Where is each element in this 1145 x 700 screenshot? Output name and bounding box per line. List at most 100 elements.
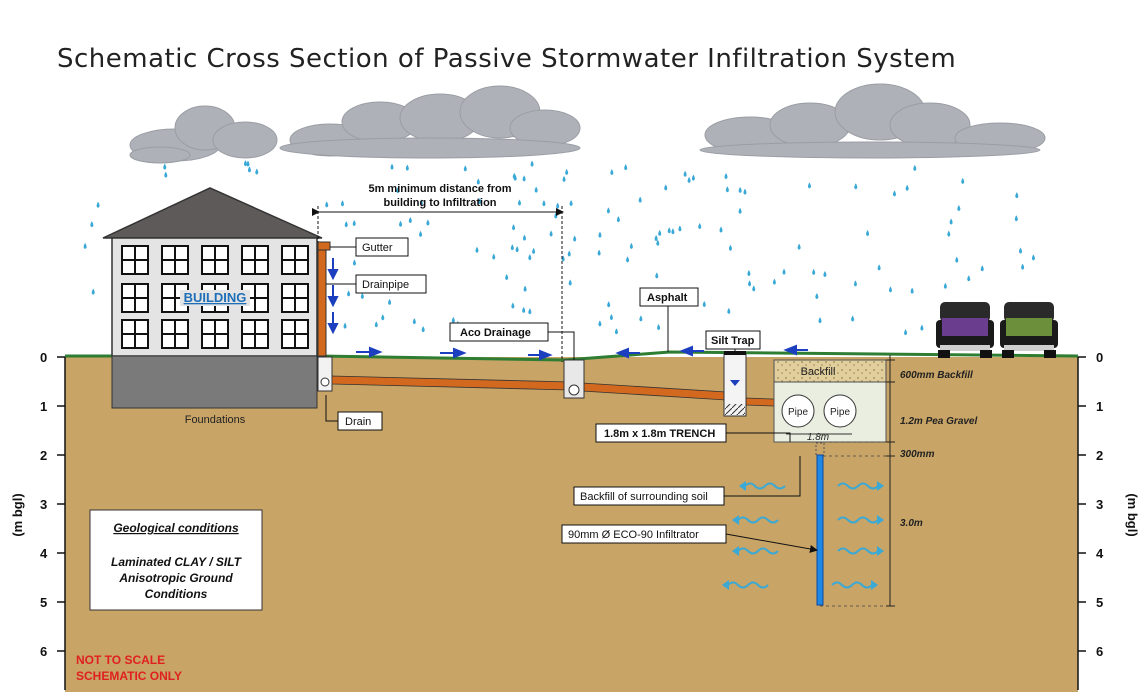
rain-drop (1019, 247, 1023, 254)
distance-label-line2: building to Infiltration (383, 197, 496, 209)
rain-drop (542, 200, 546, 207)
depth-dimensions (886, 355, 895, 607)
rain-drop (639, 315, 643, 322)
rain-drop (475, 246, 479, 253)
axis-right-tick-3: 3 (1096, 497, 1103, 512)
rain-drop (522, 175, 526, 182)
silt-trap-cover (724, 351, 746, 355)
rain-drop (522, 234, 526, 241)
infiltration-wave (837, 482, 879, 490)
diagram-title: Schematic Cross Section of Passive Storm… (57, 44, 957, 74)
rain-drop (812, 268, 816, 275)
rain-drop (567, 250, 571, 257)
dim-pea-gravel-label: 1.2m Pea Gravel (900, 416, 977, 427)
rain-drop (510, 244, 514, 251)
rain-drop (797, 243, 801, 250)
rain-drop (892, 190, 896, 197)
building-label-backing (180, 290, 250, 306)
depth-axis-left (57, 356, 66, 690)
rain-drop (451, 316, 455, 323)
rain-drop (598, 231, 602, 238)
rain-drop (743, 188, 747, 195)
car-green (1000, 302, 1058, 358)
rain-drop (243, 160, 247, 167)
rain-drop (823, 270, 827, 277)
rain-drop (747, 269, 751, 276)
aco-callout-box (449, 322, 549, 342)
rain-drop (955, 256, 959, 263)
rain-drop (347, 290, 351, 297)
geology-line2: Anisotropic Ground (118, 571, 233, 585)
rain-drop (920, 324, 924, 331)
infiltration-wave (837, 547, 879, 555)
infiltration-wave (831, 581, 873, 589)
rain-drop (667, 227, 671, 234)
rain-drop (629, 242, 633, 249)
axis-left-tick-0: 0 (40, 350, 47, 365)
rain-drop (374, 321, 378, 328)
rain-drop (565, 168, 569, 175)
note-schematic-only: SCHEMATIC ONLY (76, 669, 182, 683)
rain-drop (638, 196, 642, 203)
rain-drop (687, 176, 691, 183)
rain-drop (616, 216, 620, 223)
rain-drop (419, 230, 423, 237)
asphalt-label: Asphalt (647, 292, 688, 304)
rain-drop (1031, 254, 1035, 261)
rain-drop (569, 199, 573, 206)
rain-drop (949, 218, 953, 225)
rain-drop (910, 287, 914, 294)
note-not-to-scale: NOT TO SCALE (76, 653, 165, 667)
rain-drop (607, 301, 611, 308)
cloud-right (699, 83, 1046, 159)
drainpipe (317, 249, 327, 357)
rain-drop (671, 228, 675, 235)
geology-line1: Laminated CLAY / SILT (111, 555, 243, 569)
rain-drop (854, 183, 858, 190)
rain-drop (554, 212, 558, 219)
rain-drops (83, 160, 1035, 336)
rain-drop (1014, 215, 1018, 222)
rain-drop (610, 168, 614, 175)
callout-boxes (337, 237, 761, 544)
rain-drop (556, 202, 560, 209)
axis-left-tick-3: 3 (40, 497, 47, 512)
drainpipe-flow-arrows (327, 258, 339, 335)
rain-drop (905, 184, 909, 191)
rain-drop (463, 165, 467, 172)
rain-drop (426, 219, 430, 226)
geology-line3: Conditions (145, 587, 208, 601)
rain-drop (664, 184, 668, 191)
gutter (317, 241, 331, 251)
foundations-label: Foundations (185, 414, 246, 426)
gutter-label: Gutter (362, 242, 393, 254)
surface-flow-arrows (356, 344, 808, 361)
rain-drop (818, 317, 822, 324)
axis-right-tick-1: 1 (1096, 399, 1103, 414)
infiltration-arrowhead (722, 580, 729, 590)
infiltration-wave (744, 482, 786, 490)
geology-box: Geological conditions Laminated CLAY / S… (89, 509, 263, 611)
cloud-left (129, 105, 278, 164)
rain-drop (702, 301, 706, 308)
infiltration-waves (722, 481, 884, 590)
axis-left-tick-1: 1 (40, 399, 47, 414)
rain-drop (656, 239, 660, 246)
drainpipe-label: Drainpipe (362, 279, 409, 291)
gutter-callout-box (355, 237, 409, 257)
infiltration-wave (737, 547, 779, 555)
rain-drop (598, 320, 602, 327)
rain-drop (478, 197, 482, 204)
rain-drop (807, 182, 811, 189)
rain-drop (532, 247, 536, 254)
trench-pipe-right-label: Pipe (830, 407, 850, 418)
backfill-soil-label: Backfill of surrounding soil (580, 491, 708, 503)
distance-marker (312, 206, 564, 362)
rain-drop (408, 217, 412, 224)
rain-drop (476, 178, 480, 185)
rain-drop (658, 229, 662, 236)
rain-drop (913, 164, 917, 171)
drain-outlet (320, 377, 330, 387)
rain-drop (512, 224, 516, 231)
infiltrator-callout-box (561, 524, 727, 544)
